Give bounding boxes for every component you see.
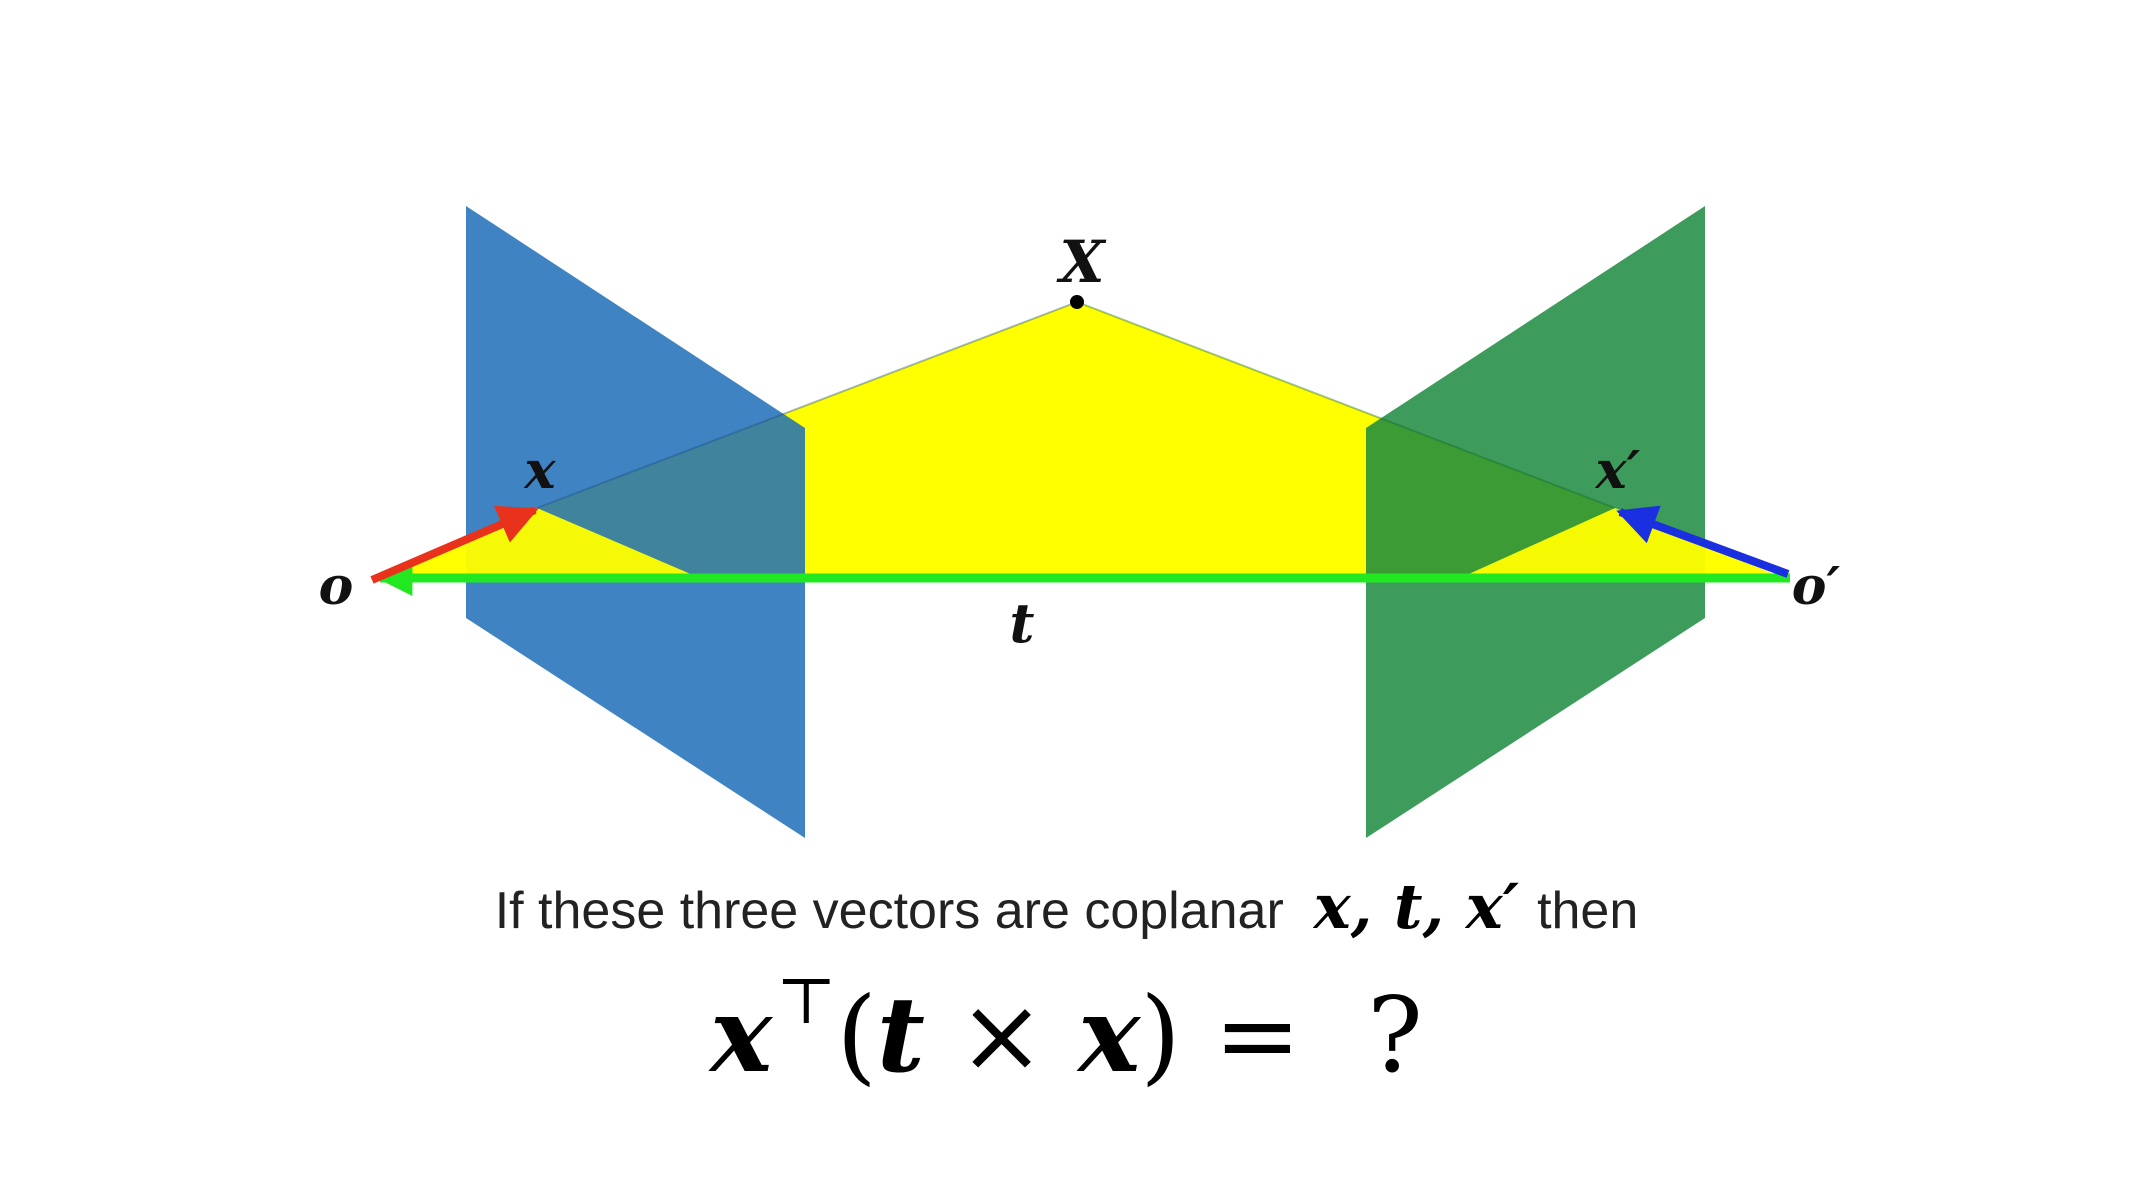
label-o: o (319, 556, 354, 617)
eq-open-paren: ( (836, 974, 877, 1096)
eq-t: t (876, 973, 925, 1096)
label-t: t (1010, 591, 1035, 655)
left-image-plane (466, 206, 805, 838)
label-x: x (523, 440, 556, 501)
vector-x (370, 505, 539, 584)
right-image-plane (1366, 206, 1705, 838)
eq-x2: x (1078, 973, 1141, 1096)
eq-close-paren: ) (1140, 974, 1181, 1096)
point-X-dot (1070, 295, 1084, 309)
label-X: X (1055, 228, 1106, 296)
epipolar-plane-front-left (375, 508, 700, 578)
caption-prefix: If these three vectors are coplanar (494, 882, 1284, 940)
eq-times: × (924, 974, 1079, 1096)
eq-x: x (710, 973, 773, 1096)
caption-vectors: x, t, x′ (1313, 870, 1520, 943)
coplanarity-equation: x⊤(t × x) = ? (0, 965, 2133, 1096)
label-x-prime: x′ (1595, 440, 1641, 501)
coplanar-caption: If these three vectors are coplanar x, t,… (0, 870, 2133, 943)
ray-right (1076, 301, 1616, 509)
eq-transpose: ⊤ (776, 965, 837, 1039)
ray-left (536, 301, 1078, 509)
vector-x-prime (1616, 505, 1790, 578)
eq-equals: = (1180, 974, 1368, 1096)
label-o-prime: o′ (1792, 556, 1841, 617)
eq-question: ? (1367, 974, 1423, 1096)
caption-suffix: then (1537, 882, 1639, 940)
